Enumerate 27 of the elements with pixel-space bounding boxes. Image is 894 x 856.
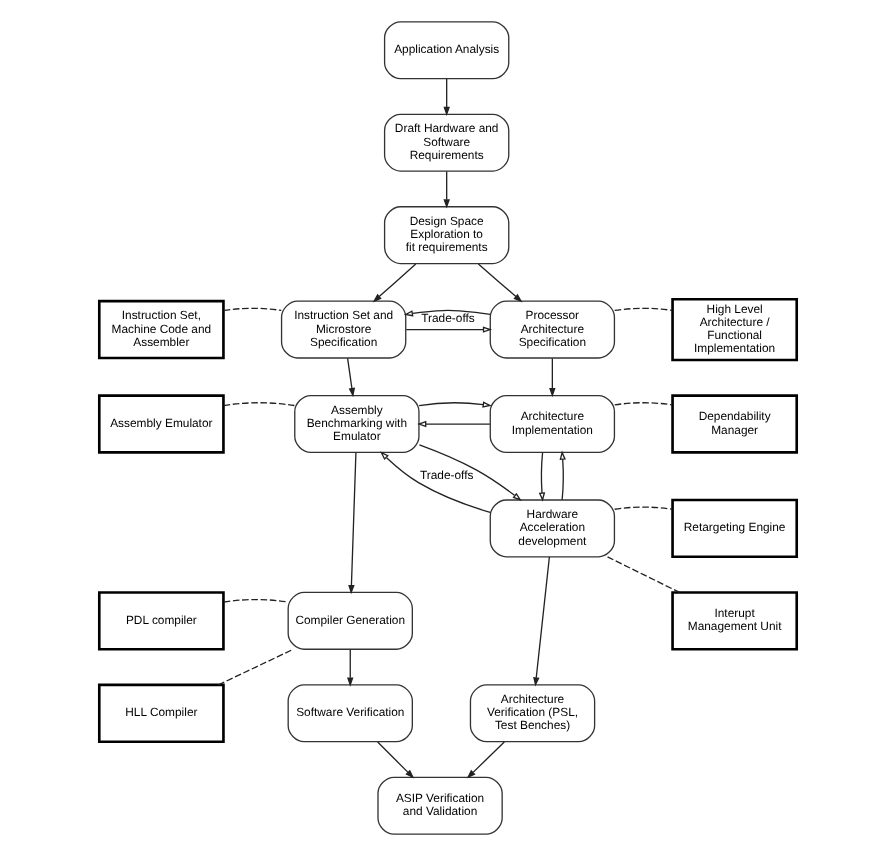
arrow xyxy=(465,741,504,779)
arrow xyxy=(532,556,550,687)
connector xyxy=(216,648,293,686)
arrow xyxy=(347,452,356,595)
arrow xyxy=(476,263,522,303)
connector xyxy=(605,556,680,594)
arrow xyxy=(548,357,555,398)
arrow xyxy=(417,444,521,501)
arrow xyxy=(442,78,449,117)
arrow xyxy=(404,326,492,333)
arrow xyxy=(376,741,414,779)
arrow xyxy=(417,401,491,408)
arrow xyxy=(371,263,416,303)
arrow xyxy=(379,451,490,514)
connector xyxy=(613,307,672,312)
connector xyxy=(221,402,295,407)
arrow xyxy=(346,648,353,687)
arrow xyxy=(442,170,449,209)
connector xyxy=(222,307,281,312)
arrow xyxy=(537,451,545,502)
connector xyxy=(613,402,672,406)
connector xyxy=(613,506,672,510)
arrow xyxy=(558,450,565,501)
arrow xyxy=(345,357,355,398)
arrow xyxy=(402,309,490,317)
arrow xyxy=(416,420,490,428)
connector xyxy=(222,598,288,603)
